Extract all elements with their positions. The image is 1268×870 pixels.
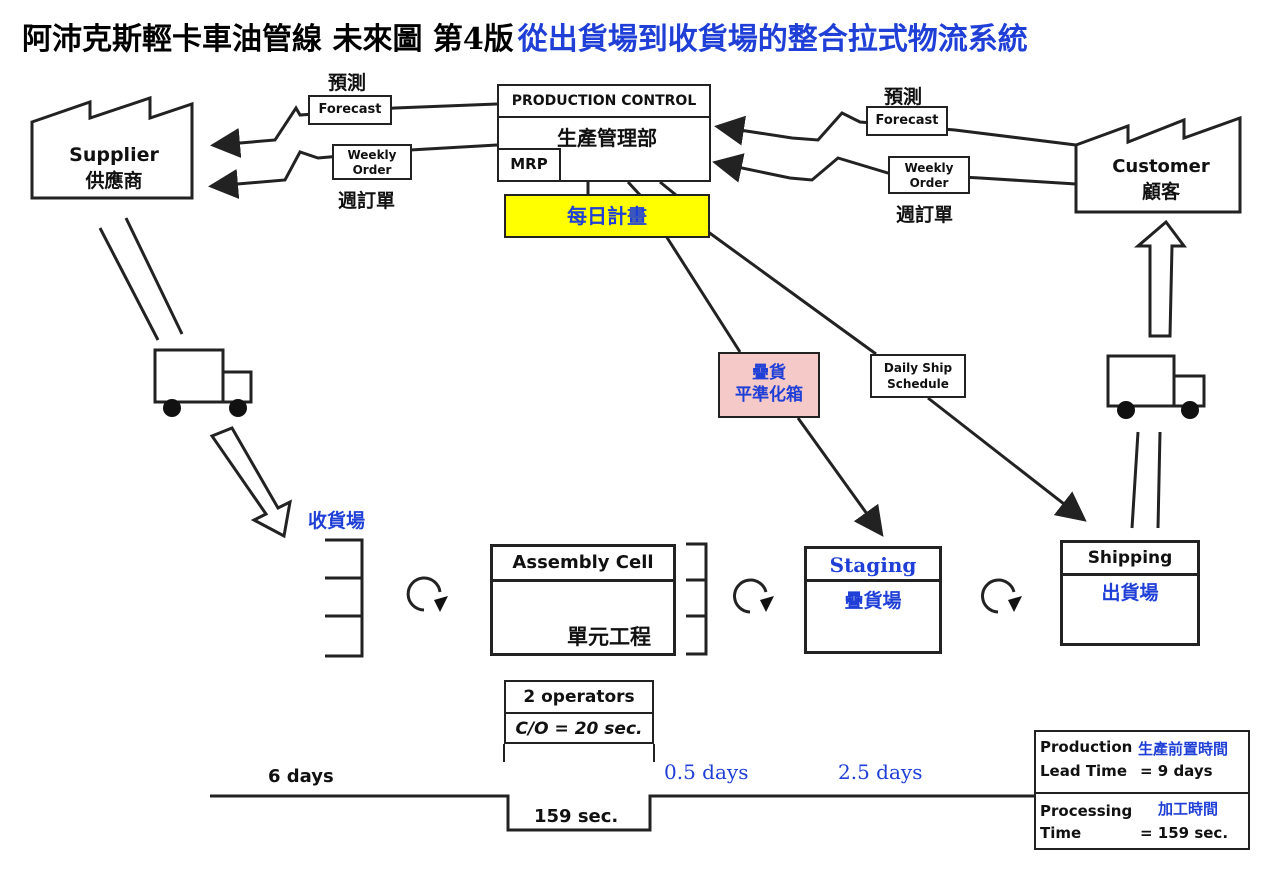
staging-box: Staging 疊貨場 (804, 546, 942, 654)
customer-factory-icon (1074, 115, 1242, 214)
electronic-info-arrow-icon (208, 143, 498, 199)
title-main: 阿沛克斯輕卡車油管線 未來圖 第4版 (22, 22, 514, 57)
daily-plan-box: 每日計畫 (504, 194, 710, 238)
lead-time-zh: 生產前置時間 (1138, 740, 1229, 758)
timeline-process: 159 sec. (534, 806, 619, 827)
timeline-seg3: 2.5 days (838, 760, 923, 784)
left-weekly-order-line1: Weekly (347, 148, 397, 162)
timeline-seg2: 0.5 days (664, 760, 749, 784)
supplier-truck-icon (153, 348, 253, 417)
production-control-header: PRODUCTION CONTROL (499, 86, 709, 118)
shipping-title: Shipping (1063, 543, 1197, 576)
processing-time-section: Processing 加工時間 Time = 159 sec. (1036, 794, 1248, 850)
electronic-info-arrow-icon (210, 102, 498, 158)
electronic-info-arrow-icon (712, 153, 1077, 186)
electronic-info-arrow-icon (714, 111, 1077, 147)
left-forecast-zh: 預測 (328, 72, 367, 94)
production-control-subtitle: 生產管理部 (557, 126, 657, 150)
customer-name: Customer (1112, 156, 1210, 177)
processing-time-zh: 加工時間 (1158, 800, 1219, 818)
assembly-supermarket-icon (686, 542, 708, 656)
customer-label: Customer 顧客 (1084, 156, 1238, 204)
summary-box: Production 生產前置時間 Lead Time = 9 days Pro… (1034, 730, 1250, 850)
heijunka-line1: 疊貨 (752, 363, 786, 383)
kaizen-cycle-icon (733, 578, 774, 614)
title-subtitle: 從出貨場到收貨場的整合拉式物流系統 (517, 22, 1028, 57)
receiving-supermarket-icon (325, 538, 364, 658)
daily-ship-schedule-line2: Schedule (887, 377, 949, 391)
supplier-label: Supplier 供應商 (40, 144, 188, 193)
shipping-arrow-icon (927, 396, 1087, 522)
shipment-arrow-icon (1133, 219, 1187, 338)
page-title: 阿沛克斯輕卡車油管線 未來圖 第4版 從出貨場到收貨場的整合拉式物流系統 (22, 14, 1028, 58)
changeover-value: C/O = 20 sec. (515, 719, 643, 739)
right-weekly-order-line1: Weekly (904, 161, 954, 175)
supplier-factory-icon (30, 95, 194, 200)
process-data-box: 2 operators C/O = 20 sec. (504, 680, 654, 744)
kaizen-cycle-icon (406, 576, 448, 612)
left-weekly-order-zh: 週訂單 (338, 190, 396, 212)
right-weekly-order-box: Weekly Order (888, 156, 970, 194)
right-weekly-order-line2: Order (909, 176, 949, 190)
daily-ship-schedule-line1: Daily Ship (883, 361, 953, 375)
operators-value: 2 operators (506, 682, 652, 714)
left-weekly-order-box: Weekly Order (332, 144, 412, 180)
assembly-cell-title: Assembly Cell (493, 547, 673, 582)
shipping-box: Shipping 出貨場 (1060, 540, 1200, 646)
right-forecast-box: Forecast (866, 106, 948, 136)
customer-name-zh: 顧客 (1141, 181, 1180, 203)
withdrawal-arrow-icon (796, 417, 884, 537)
left-weekly-order-line2: Order (352, 163, 392, 177)
kaizen-cycle-icon (981, 578, 1022, 614)
heijunka-box: 疊貨 平準化箱 (718, 352, 820, 418)
timeline-line (210, 794, 1034, 832)
receiving-label: 收貨場 (308, 510, 366, 532)
processing-time-value: = 159 sec. (1140, 824, 1229, 842)
supplier-name: Supplier (69, 144, 159, 166)
processing-time-label1: Processing (1040, 802, 1133, 820)
assembly-cell-box: Assembly Cell 單元工程 (490, 544, 676, 656)
right-weekly-order-zh: 週訂單 (896, 204, 954, 226)
assembly-cell-zh: 單元工程 (567, 624, 651, 649)
timeline-seg1: 6 days (268, 766, 334, 787)
mrp-label: MRP (499, 148, 561, 180)
push-arrow-icon (209, 426, 292, 539)
lead-time-value: = 9 days (1140, 762, 1213, 780)
shipping-zh: 出貨場 (1101, 582, 1159, 604)
customer-truck-icon (1106, 354, 1206, 419)
supplier-name-zh: 供應商 (85, 170, 143, 192)
lead-time-section: Production 生產前置時間 Lead Time = 9 days (1036, 732, 1248, 794)
lead-time-label2: Lead Time (1040, 762, 1127, 780)
daily-ship-schedule-box: Daily Ship Schedule (870, 354, 966, 398)
staging-zh: 疊貨場 (844, 590, 902, 612)
production-control-box: PRODUCTION CONTROL 生產管理部 MRP (497, 84, 711, 182)
right-forecast-zh: 預測 (884, 86, 923, 108)
processing-time-label2: Time (1040, 824, 1082, 842)
heijunka-line2: 平準化箱 (735, 385, 803, 405)
staging-title: Staging (807, 549, 939, 582)
lead-time-label1: Production (1040, 738, 1133, 756)
left-forecast-box: Forecast (308, 95, 392, 125)
